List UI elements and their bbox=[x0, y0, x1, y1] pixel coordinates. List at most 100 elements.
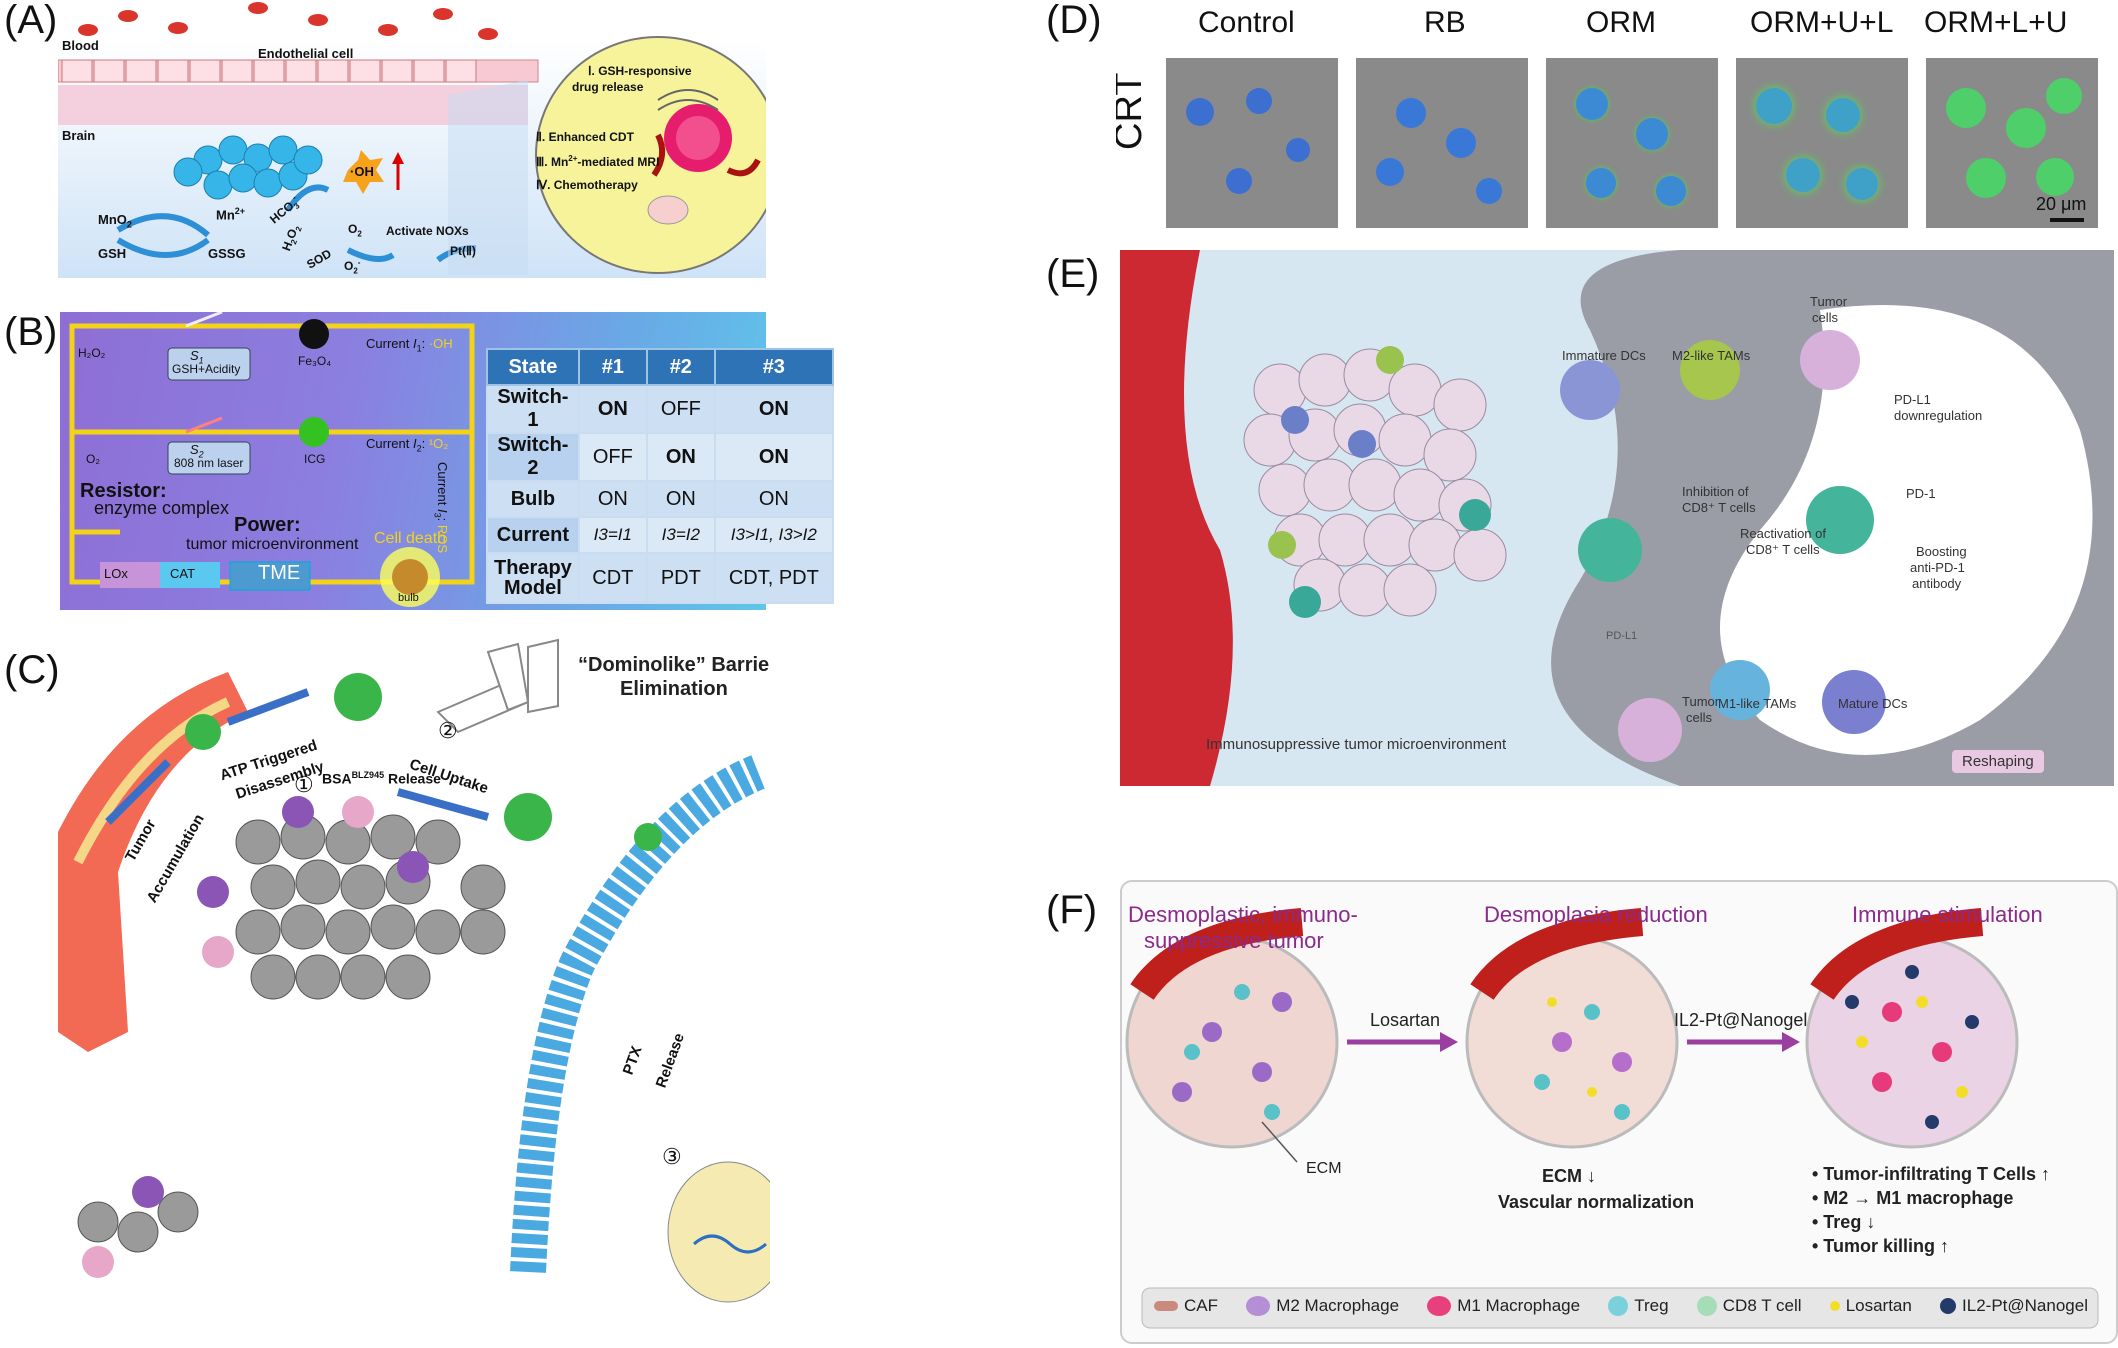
table-cell: Switch-2 bbox=[486, 432, 580, 482]
f-legend-m1: M1 Macrophage bbox=[1427, 1296, 1580, 1316]
a-gsh-label: GSH bbox=[98, 246, 127, 261]
f-legend-nanogel: IL2-Pt@Nanogel bbox=[1940, 1296, 2088, 1316]
b-s1-desc: GSH+Acidity bbox=[172, 362, 241, 376]
m1-macrophage-icon bbox=[1427, 1296, 1452, 1316]
b-bulb: bulb bbox=[398, 592, 419, 604]
d-col-ormul: ORM+U+L bbox=[1750, 6, 1894, 39]
cd8-t-cell-icon bbox=[1696, 1296, 1717, 1316]
b-icg: ICG bbox=[304, 452, 326, 466]
f-legend-losartan: Losartan bbox=[1829, 1296, 1912, 1316]
panel-c: “Dominolike” Barriers Elimination ATP Tr… bbox=[58, 632, 770, 1348]
a-pt-label: Pt(Ⅱ) bbox=[450, 244, 476, 258]
b-tme: TME bbox=[258, 562, 301, 584]
f-bullet-1: • Tumor-infiltrating T Cells ↑ bbox=[1812, 1164, 2050, 1184]
table-cell: I3>I1, I3>I2 bbox=[713, 516, 834, 554]
losartan-icon bbox=[1829, 1301, 1840, 1311]
e-boosting2: anti-PD-1 bbox=[1910, 560, 1965, 575]
table-row: Bulb ON ON ON bbox=[486, 480, 834, 518]
a-o2-label: O2 bbox=[348, 222, 362, 239]
d-image-orm bbox=[1546, 58, 1718, 228]
a-mn-label: Mn2+ bbox=[216, 206, 246, 223]
f-legend-cd8: CD8 T cell bbox=[1696, 1296, 1802, 1316]
f-legend-m2: M2 Macrophage bbox=[1246, 1296, 1399, 1316]
panel-e: Immature DCs M2-like TAMs Tumor cells PD… bbox=[1120, 250, 2114, 786]
e-reactivation: Reactivation of bbox=[1740, 526, 1826, 541]
e-boosting3: antibody bbox=[1912, 576, 1962, 591]
table-cell: Current bbox=[486, 516, 580, 554]
a-cell-item-1: Ⅰ. GSH-responsive bbox=[588, 64, 692, 78]
b-state-table: State #1 #2 #3 Switch-1 ON OFF ON Switch… bbox=[486, 348, 834, 604]
table-cell: ON bbox=[645, 432, 716, 482]
f-title-2: Desmoplasia reduction bbox=[1484, 902, 1708, 927]
table-cell: I3=I2 bbox=[645, 516, 716, 554]
d-image-ormul bbox=[1736, 58, 1908, 228]
b-h2o2: H₂O₂ bbox=[78, 346, 106, 360]
a-nox-label: Activate NOXs bbox=[386, 224, 469, 238]
e-m1: M1-like TAMs bbox=[1718, 696, 1797, 711]
panel-b-label: (B) bbox=[4, 310, 58, 354]
c-domino-title: “Dominolike” Barriers bbox=[578, 654, 770, 676]
b-current2: Current I2: ¹O₂ bbox=[366, 436, 449, 454]
table-cell: ON bbox=[645, 480, 716, 518]
panel-d: CRT Control RB ORM ORM+U+L ORM+L+U 20 μm bbox=[1116, 0, 2116, 240]
b-o2: O₂ bbox=[86, 452, 100, 466]
e-immature: Immature DCs bbox=[1562, 348, 1646, 363]
table-cell: PDT bbox=[645, 552, 716, 604]
c-step-2: ② bbox=[438, 718, 458, 743]
f-legend: CAF M2 Macrophage M1 Macrophage Treg CD8… bbox=[1154, 1296, 2088, 1316]
b-lox: LOx bbox=[104, 566, 128, 581]
b-s1: S1 bbox=[190, 348, 204, 366]
b-th-2: #2 bbox=[645, 348, 716, 386]
c-domino-title2: Elimination bbox=[620, 678, 728, 700]
f-bullet-2: • M2 → M1 macrophage bbox=[1812, 1188, 2014, 1208]
panel-a-label: (A) bbox=[4, 0, 58, 42]
a-cell-item-4: Ⅳ. Chemotherapy bbox=[536, 178, 638, 192]
e-pdl1: PD-L1 bbox=[1606, 630, 1638, 642]
f-ecm-down: ECM ↓ bbox=[1542, 1166, 1596, 1186]
caf-icon bbox=[1154, 1301, 1178, 1311]
a-cell-item-2: Ⅱ. Enhanced CDT bbox=[536, 130, 634, 144]
e-boosting: Boosting bbox=[1916, 544, 1967, 559]
b-power-desc: tumor microenvironment bbox=[186, 536, 359, 553]
table-row: Switch-2 OFF ON ON bbox=[486, 432, 834, 482]
f-arrow-1-label: Losartan bbox=[1370, 1010, 1441, 1030]
e-inhibition2: CD8⁺ T cells bbox=[1682, 500, 1756, 515]
a-brain-label: Brain bbox=[62, 128, 96, 143]
f-legend-treg: Treg bbox=[1608, 1296, 1669, 1316]
b-resistor: Resistor: bbox=[80, 480, 167, 502]
panel-c-label: (C) bbox=[4, 648, 60, 692]
f-ecm-label: ECM bbox=[1306, 1160, 1342, 1177]
table-cell: ON bbox=[577, 480, 648, 518]
panel-e-label: (E) bbox=[1046, 252, 1100, 296]
a-cell-item-1b: drug release bbox=[572, 80, 644, 94]
e-reshaping: Reshaping bbox=[1952, 750, 2044, 773]
b-s2: S2 bbox=[190, 442, 204, 460]
e-pdl1-down2: downregulation bbox=[1894, 408, 1983, 423]
e-inhibition: Inhibition of bbox=[1682, 484, 1749, 499]
table-row: Switch-1 ON OFF ON bbox=[486, 384, 834, 434]
d-image-control bbox=[1166, 58, 1338, 228]
b-resistor-desc: enzyme complex bbox=[94, 498, 230, 518]
table-row: Therapy Model CDT PDT CDT, PDT bbox=[486, 552, 834, 604]
d-ylabel: CRT bbox=[1116, 72, 1150, 150]
table-cell: Therapy Model bbox=[486, 552, 580, 604]
b-cat: CAT bbox=[170, 566, 196, 581]
d-col-orm: ORM bbox=[1586, 6, 1656, 39]
b-s2-desc: 808 nm laser bbox=[174, 456, 244, 470]
a-o2-minus-label: O2- bbox=[344, 258, 361, 276]
m2-macrophage-icon bbox=[1246, 1296, 1271, 1316]
panel-a-illustration bbox=[58, 2, 766, 278]
f-arrow-2-label: IL2-Pt@Nanogel bbox=[1674, 1010, 1808, 1030]
a-oh-label: ·OH bbox=[350, 164, 374, 179]
panel-e-illustration bbox=[1120, 250, 2114, 786]
e-tumor-bot2: cells bbox=[1686, 710, 1713, 725]
e-m2: M2-like TAMs bbox=[1672, 348, 1751, 363]
c-step-1: ① bbox=[294, 772, 314, 797]
a-mno2-label: MnO2 bbox=[98, 212, 132, 230]
f-title-3: Immune stimulation bbox=[1852, 902, 2043, 927]
b-cell-death: Cell death bbox=[374, 530, 447, 547]
table-cell: CDT, PDT bbox=[713, 552, 834, 604]
table-cell: Bulb bbox=[486, 480, 580, 518]
d-col-rb: RB bbox=[1424, 6, 1466, 39]
table-cell: ON bbox=[577, 384, 648, 434]
